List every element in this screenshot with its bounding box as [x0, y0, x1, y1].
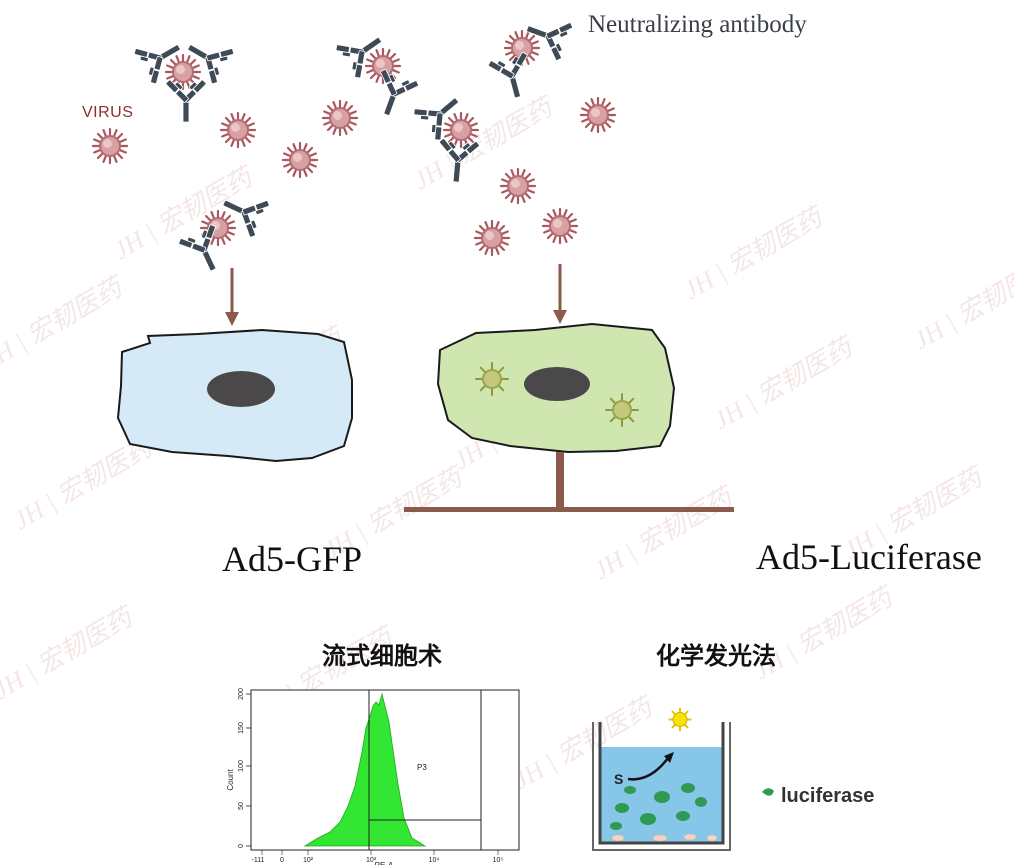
entry-arrow-left — [225, 268, 239, 326]
virus-icon — [91, 127, 129, 165]
cell-gfp — [116, 328, 353, 463]
entry-arrow-right — [553, 264, 567, 324]
histogram-x-tick: 10⁴ — [429, 857, 440, 864]
flow-cytometry-title: 流式细胞术 — [322, 642, 442, 670]
histogram-x-label: PE-A — [375, 861, 394, 865]
svg-text:JH | 宏韧医药: JH | 宏韧医药 — [0, 271, 130, 375]
histogram-x-ticks: -111 0 10² 10³ 10⁴ 10⁵ — [252, 857, 504, 864]
infected-virus-icon — [475, 362, 509, 396]
virus-icon — [442, 111, 480, 149]
nucleus — [207, 371, 275, 407]
histogram-x-tick: 0 — [280, 857, 284, 864]
luminescence-well: S luciferase — [592, 708, 874, 851]
virus-icon — [321, 99, 359, 137]
infected-virus-icon — [605, 393, 639, 427]
virus-icon — [219, 111, 257, 149]
histogram-x-tick: -111 — [252, 857, 265, 864]
histogram-x-tick: 10² — [303, 857, 314, 864]
neutralized-virus-complex — [131, 28, 237, 123]
virus-icon — [499, 167, 537, 205]
reaction-arrow — [627, 757, 669, 781]
substrate-label: S — [614, 771, 623, 787]
luciferase-label: luciferase — [781, 785, 874, 807]
svg-text:JH | 宏韧医药: JH | 宏韧医药 — [9, 431, 161, 535]
histogram-y-tick: 0 — [238, 844, 245, 848]
cell-luciferase — [436, 322, 676, 454]
histogram-y-tick: 150 — [238, 722, 245, 734]
virus-icon — [473, 219, 511, 257]
svg-text:JH | 宏韧医药: JH | 宏韧医药 — [909, 251, 1014, 355]
readout-connector — [404, 452, 734, 512]
neutralizing-antibody-label: Neutralizing antibody — [588, 11, 807, 38]
histogram-y-tick: 50 — [238, 802, 245, 810]
ad5-luciferase-label: Ad5-Luciferase — [756, 537, 982, 577]
svg-text:JH | 宏韧医药: JH | 宏韧医药 — [409, 91, 561, 195]
antibody-icon — [165, 79, 207, 123]
histogram-y-tick: 100 — [238, 760, 245, 772]
ad5-gfp-label: Ad5-GFP — [222, 539, 363, 579]
histogram-x-tick: 10⁵ — [493, 857, 504, 864]
histogram-x-tick: 10³ — [366, 857, 377, 864]
virus-icon — [281, 141, 319, 179]
luciferase-icon — [762, 788, 774, 796]
neutralized-virus-complex — [333, 22, 421, 123]
svg-text:JH | 宏韧医药: JH | 宏韧医药 — [109, 161, 261, 265]
virus-label: VIRUS — [82, 104, 134, 121]
histogram-y-tick: 200 — [238, 688, 245, 700]
histogram-y-ticks: 0 50 100 150 200 — [238, 688, 245, 848]
luciferase-molecules — [610, 783, 707, 830]
light-burst-icon — [668, 708, 692, 731]
gate-label: P3 — [417, 763, 427, 772]
nucleus — [524, 367, 590, 401]
histogram-y-label: Count — [226, 769, 235, 791]
svg-text:JH | 宏韧医药: JH | 宏韧医药 — [0, 601, 140, 705]
svg-text:JH | 宏韧医药: JH | 宏韧医药 — [679, 201, 831, 305]
neutralized-virus-complex — [486, 8, 575, 103]
virus-icon — [579, 96, 617, 134]
svg-text:JH | 宏韧医药: JH | 宏韧医药 — [709, 331, 861, 435]
virus-icon — [541, 207, 579, 245]
chemiluminescence-title: 化学发光法 — [656, 642, 776, 670]
svg-text:JH | 宏韧医药: JH | 宏韧医药 — [589, 481, 741, 585]
